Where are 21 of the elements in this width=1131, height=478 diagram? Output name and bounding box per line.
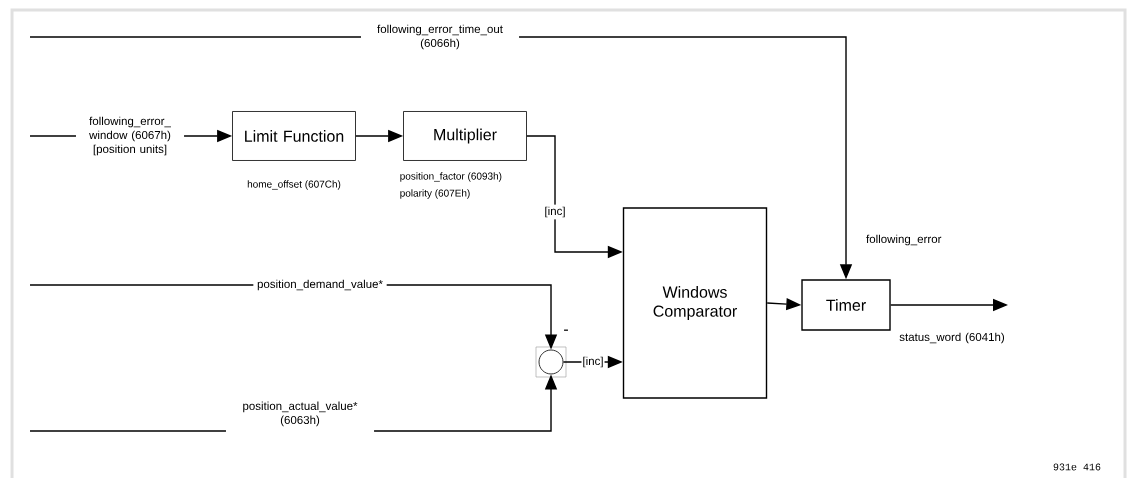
parameter-label: position_factor (6093h) <box>400 172 502 182</box>
signal-line <box>29 430 227 432</box>
edge-label: [inc] <box>581 355 605 369</box>
parameter-label: - <box>564 329 568 331</box>
parameter-label: home_offset (607Ch) <box>247 180 341 190</box>
signal-line <box>29 36 362 38</box>
function-block: Multiplier <box>403 111 527 161</box>
edge-label: status_word (6041h) <box>899 332 1004 344</box>
comparator-block: Windows Comparator <box>622 207 768 399</box>
signal-line <box>29 135 77 137</box>
edge-label: [inc] <box>542 204 568 220</box>
edge-label: following_error <box>866 234 942 246</box>
timer-block: Timer <box>801 279 891 331</box>
signal-label: following_error_time_out (6066h) <box>377 24 503 50</box>
signal-label: position_actual_value* (6063h) <box>243 401 358 427</box>
function-block: Limit Function <box>232 111 356 161</box>
signal-line <box>29 284 255 286</box>
signal-label: following_error_ window (6067h) [position units] <box>89 116 172 156</box>
signal-label: position_demand_value* <box>257 279 383 291</box>
figure-number: 931e 416 <box>1053 463 1101 471</box>
parameter-label: polarity (607Eh) <box>400 189 470 199</box>
